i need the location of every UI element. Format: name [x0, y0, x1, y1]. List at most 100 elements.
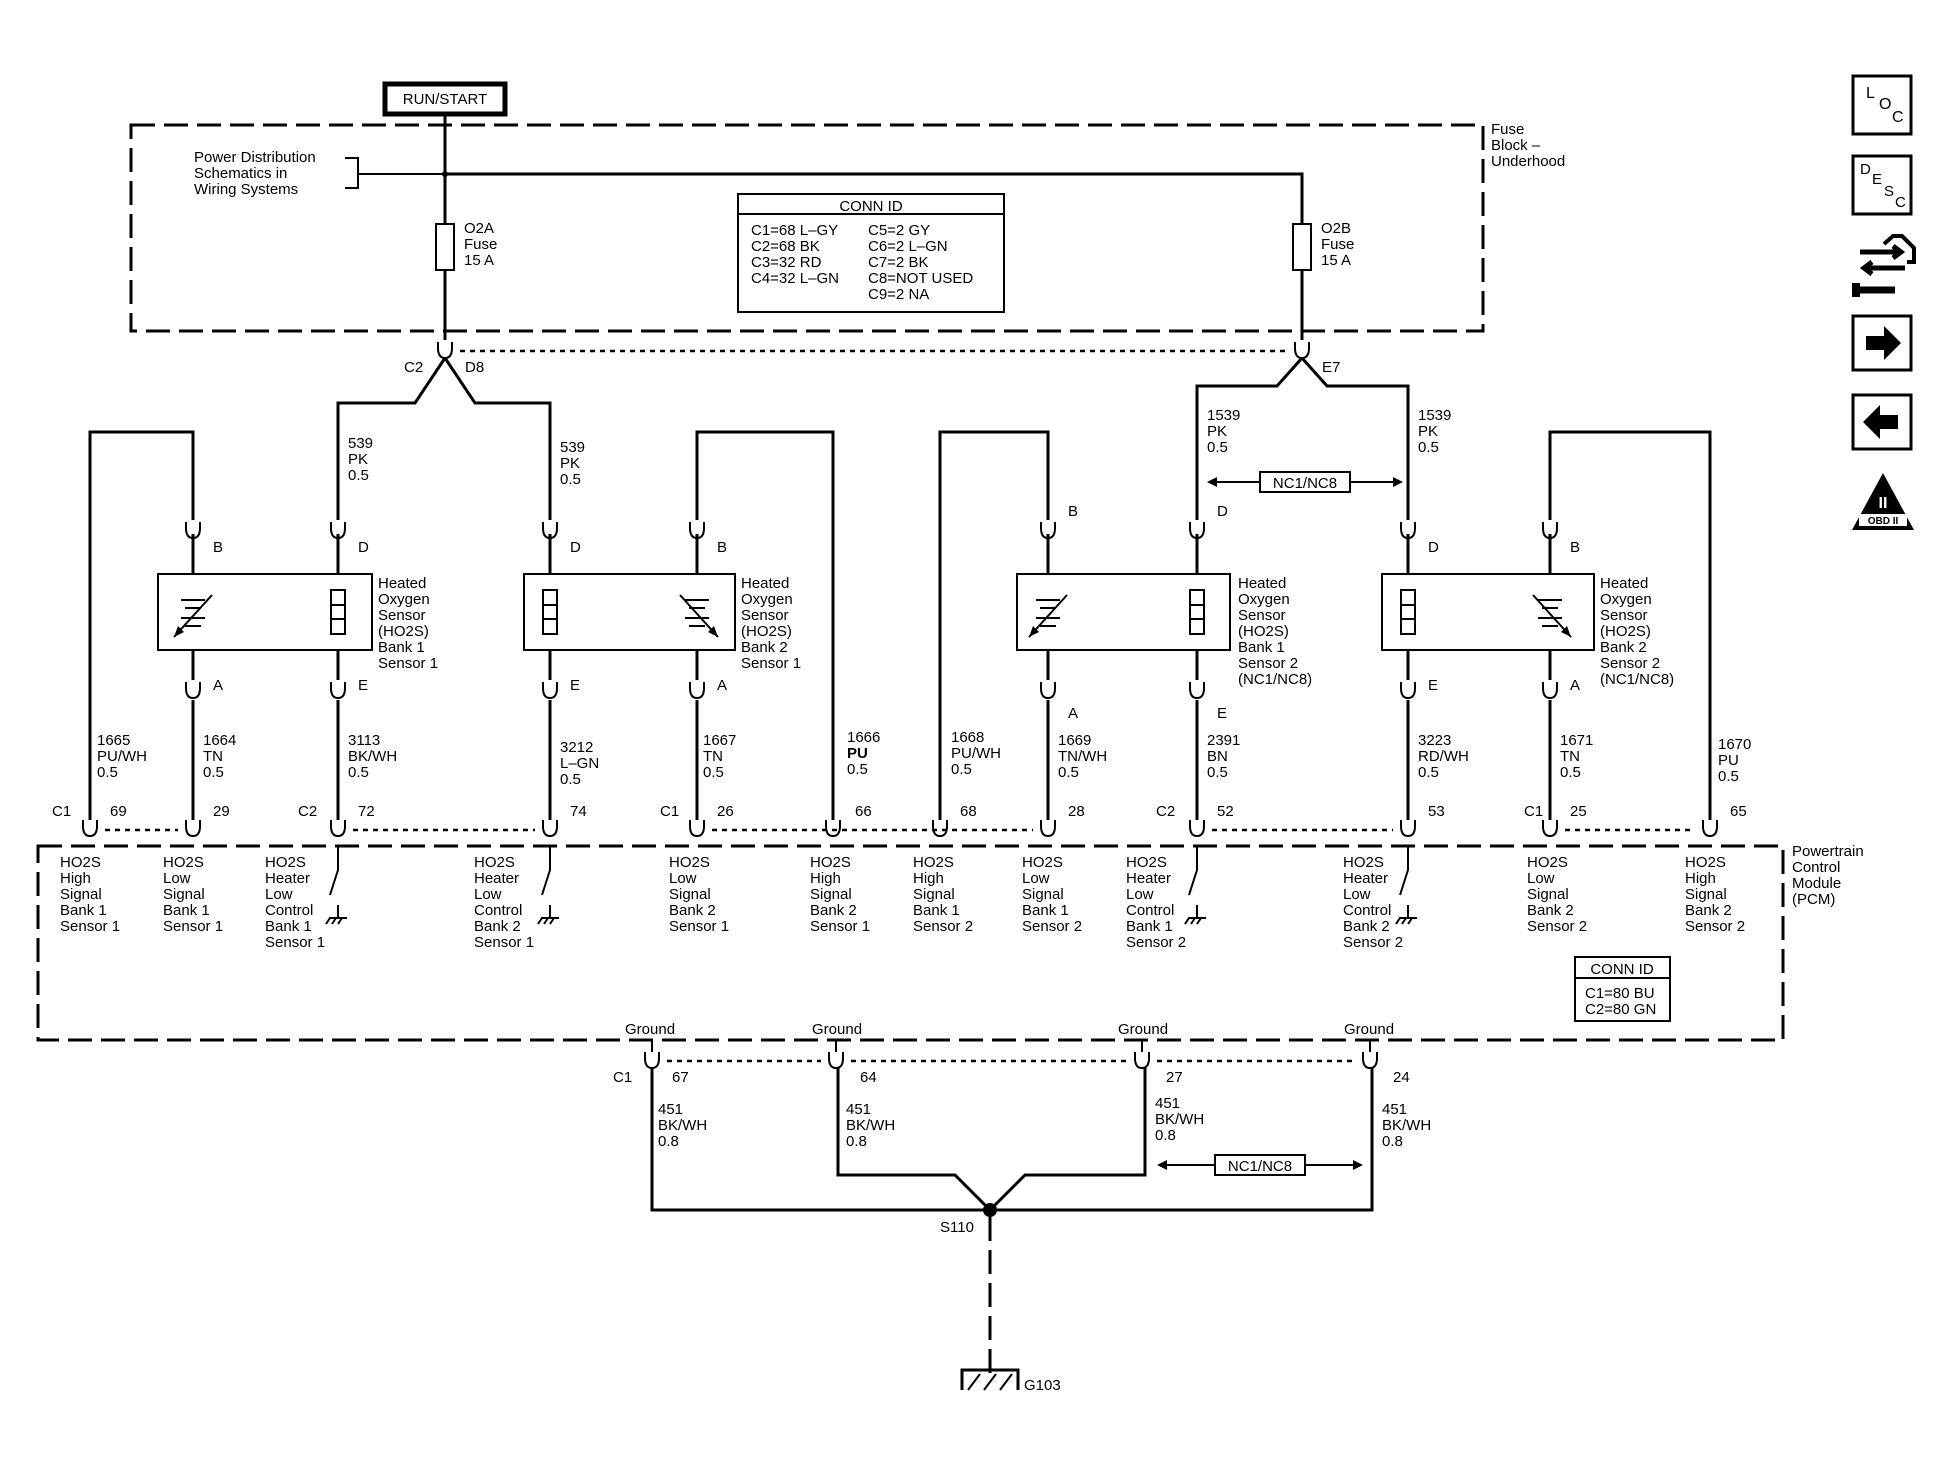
svg-text:B: B [213, 539, 223, 556]
svg-text:69: 69 [110, 803, 127, 820]
svg-text:Ground: Ground [625, 1021, 675, 1038]
svg-text:26: 26 [717, 803, 734, 820]
svg-text:A: A [717, 677, 727, 694]
svg-text:Ground: Ground [812, 1021, 862, 1038]
svg-text:E: E [1217, 705, 1227, 722]
svg-text:NC1/NC8: NC1/NC8 [1228, 1158, 1292, 1175]
svg-text:C: C [1892, 109, 1904, 126]
svg-text:D: D [1217, 503, 1228, 520]
svg-text:S110: S110 [940, 1219, 974, 1236]
svg-text:C1: C1 [1524, 803, 1543, 820]
desc-button[interactable]: D E S C [1851, 154, 1913, 216]
back-arrow-button[interactable] [1851, 393, 1913, 451]
svg-text:D: D [1428, 539, 1439, 556]
nc1-nc8-label-bottom: NC1/NC8 [1157, 1154, 1363, 1176]
svg-text:A: A [213, 677, 223, 694]
svg-text:24: 24 [1393, 1069, 1410, 1086]
ground-g103-icon: G103 [960, 1368, 1061, 1394]
svg-text:C1: C1 [613, 1069, 632, 1086]
svg-text:53: 53 [1428, 803, 1445, 820]
svg-text:II: II [1879, 495, 1888, 512]
nc1-nc8-label-top: NC1/NC8 [1207, 471, 1403, 493]
svg-text:72: 72 [358, 803, 375, 820]
svg-text:RUN/START: RUN/START [403, 91, 487, 108]
run-start-box: RUN/START [382, 81, 508, 117]
svg-text:A: A [1068, 705, 1078, 722]
svg-text:Ground: Ground [1118, 1021, 1168, 1038]
svg-text:CONN ID: CONN ID [1590, 961, 1654, 978]
svg-text:E: E [1872, 171, 1882, 188]
forward-arrow-button[interactable] [1851, 314, 1913, 372]
svg-text:29: 29 [213, 803, 230, 820]
svg-text:O: O [1879, 96, 1891, 113]
svg-text:64: 64 [860, 1069, 877, 1086]
loc-button[interactable]: L O C [1851, 74, 1913, 136]
svg-text:28: 28 [1068, 803, 1085, 820]
svg-text:D: D [570, 539, 581, 556]
svg-text:C: C [1895, 194, 1906, 211]
pcm-grounds: Ground Ground Ground Ground C1 67 64 27 … [613, 1021, 1410, 1086]
svg-text:65: 65 [1730, 803, 1747, 820]
svg-text:NC1/NC8: NC1/NC8 [1273, 475, 1337, 492]
svg-text:25: 25 [1570, 803, 1587, 820]
wrench-car-icon[interactable] [1852, 234, 1916, 297]
svg-text:67: 67 [672, 1069, 689, 1086]
svg-text:E: E [1428, 677, 1438, 694]
svg-text:66: 66 [855, 803, 872, 820]
svg-text:C1: C1 [660, 803, 679, 820]
svg-text:E: E [358, 677, 368, 694]
svg-text:Ground: Ground [1344, 1021, 1394, 1038]
obd-ii-icon[interactable]: II OBD II [1852, 473, 1914, 530]
svg-text:68: 68 [960, 803, 977, 820]
svg-text:C2: C2 [1156, 803, 1175, 820]
sensor-wires [191, 534, 1552, 820]
